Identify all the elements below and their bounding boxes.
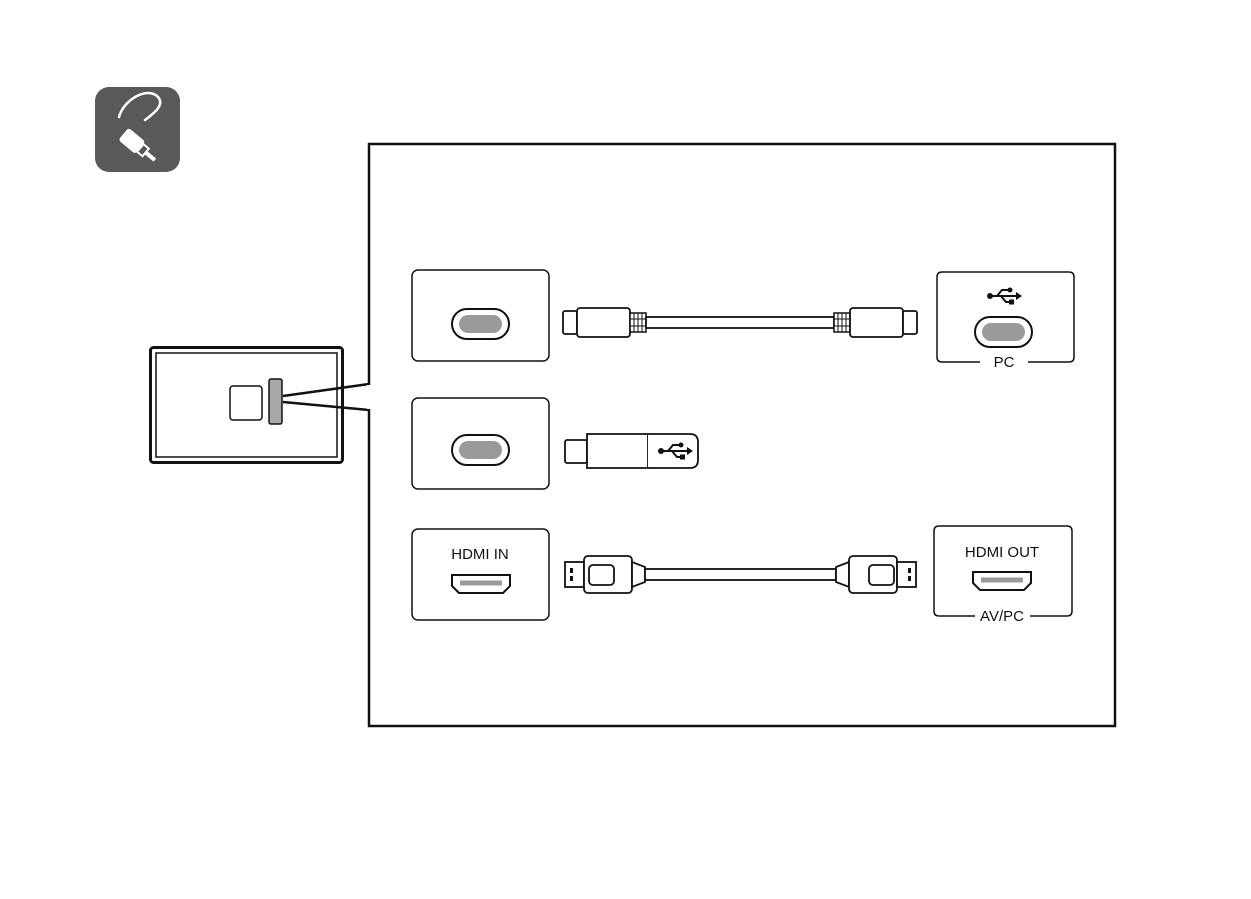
hdmi-in-label: HDMI IN [451,546,509,563]
av-pc-caption: AV/PC [980,608,1024,625]
hdmi-out-label: HDMI OUT [965,544,1039,561]
pc-caption: PC [994,354,1015,371]
usb-c-port [269,379,282,424]
device-hdmi-in-port: HDMI IN [412,529,549,620]
cable-icon [95,87,180,172]
device-usb-c-port-2 [412,398,549,489]
square-port [230,386,262,420]
device-usb-c-port [412,270,549,361]
usb-flash-drive [565,434,698,468]
